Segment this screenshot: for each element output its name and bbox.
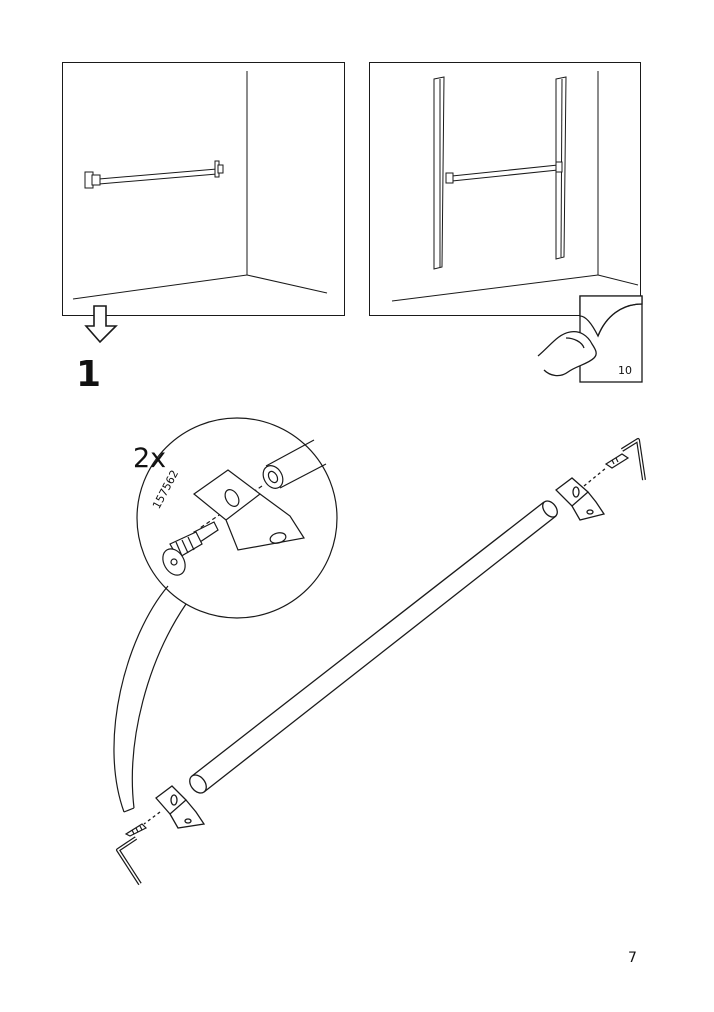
uprights-rod-drawing: [391, 71, 639, 302]
illustration-panel-wall-rod: [62, 62, 345, 316]
allen-key-icon: [620, 438, 646, 481]
illustration-panel-uprights-rod: [369, 62, 641, 316]
rod-assembly-drawing: [143, 467, 607, 829]
page-turn-icon: [537, 295, 643, 383]
wall-corner-rod-drawing: [72, 71, 328, 300]
down-arrow-icon: [84, 305, 118, 344]
detail-callout: [113, 417, 338, 813]
reference-page-number: 10: [618, 364, 632, 377]
screw-icon: [604, 453, 630, 469]
page-number: 7: [628, 950, 637, 966]
screw-icon: [124, 823, 148, 837]
allen-key-icon: [116, 836, 142, 886]
step-number: 1: [76, 354, 102, 395]
quantity-label: 2x: [133, 443, 167, 474]
